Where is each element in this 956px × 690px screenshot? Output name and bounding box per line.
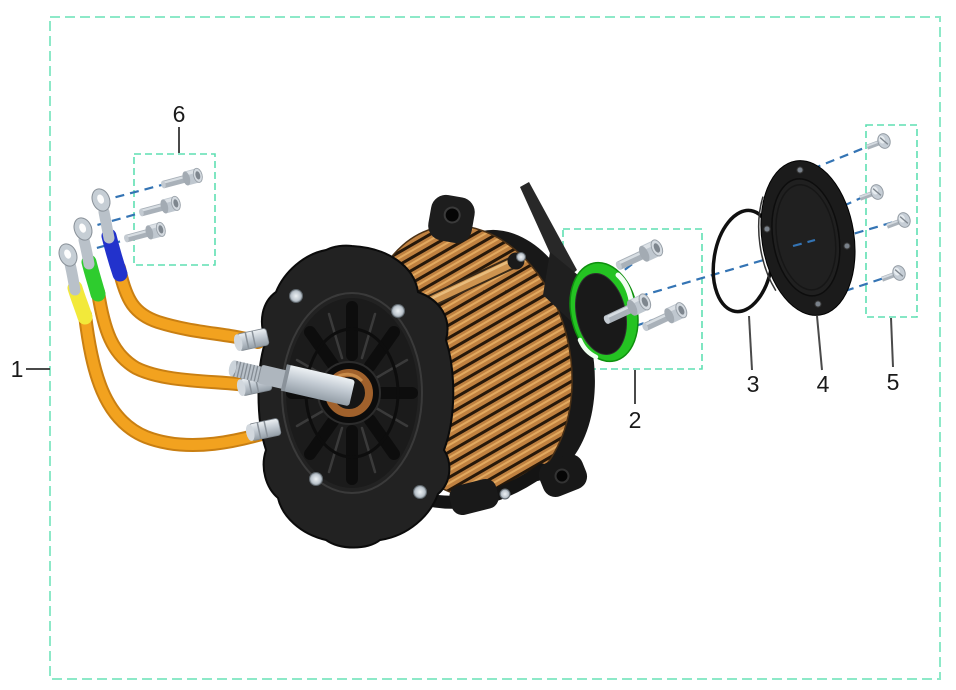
- cover-screw-icon: [863, 131, 893, 155]
- shaft-tip: [228, 360, 237, 377]
- flange-bolt-icon: [309, 472, 323, 486]
- mounting-ear-top: [428, 194, 475, 244]
- crimp-barrel: [78, 234, 95, 270]
- cover-ribs: [295, 312, 409, 474]
- rod-bolt-icon: [516, 252, 526, 262]
- cable-blue-marked: [91, 188, 265, 349]
- terminal-stud: [245, 418, 282, 441]
- gasket-cap-part2: [520, 182, 690, 363]
- ring-terminal: [73, 217, 93, 241]
- terminal-bolt-icon: [158, 166, 205, 193]
- crimp-barrel: [98, 206, 115, 244]
- mounting-ear-bottom: [538, 454, 588, 498]
- cover-flange-bolts: [289, 289, 511, 500]
- align-line-cover-screw2: [842, 191, 873, 208]
- cap-handle: [520, 182, 577, 282]
- crimp-barrel: [64, 258, 81, 296]
- callout-label-3: 3: [747, 371, 760, 397]
- gasket-slot-highlight: [615, 272, 634, 303]
- flange-bolt-icon: [413, 485, 427, 499]
- shaft-shoulder: [280, 364, 291, 392]
- callout-label-2: 2: [629, 407, 642, 433]
- callout-numbers: 1 2 3 4 5 6: [11, 101, 900, 433]
- ring-terminal: [91, 188, 111, 212]
- callout-lines: [26, 127, 894, 404]
- terminal-bolt-icon: [136, 194, 183, 221]
- callout-label-1: 1: [11, 356, 24, 382]
- callout-label-6: 6: [173, 101, 186, 127]
- shaft-step: [258, 365, 290, 390]
- end-cover-part4: [757, 160, 856, 316]
- gasket-slot-highlight: [577, 337, 599, 360]
- shaft-cylinder: [283, 365, 355, 406]
- shaft-assembly: [228, 360, 381, 425]
- cable-green-marked: [73, 217, 269, 394]
- flange-bolt-icon: [289, 289, 303, 303]
- gasket-bolt-icon: [612, 237, 666, 275]
- align-line-cover-screw4: [844, 273, 894, 293]
- cover-screw-icon: [878, 263, 908, 287]
- callout-line-3: [748, 315, 753, 371]
- callout-line-5: [890, 317, 894, 368]
- cable-yellow-marked: [58, 243, 279, 452]
- callout-label-4: 4: [817, 371, 830, 397]
- electric-motor: [228, 194, 595, 549]
- flange-bolt-icon: [391, 304, 405, 318]
- output-shaft: [228, 360, 355, 406]
- cover-screw-holes: [763, 166, 851, 308]
- cover-screw-icon: [856, 182, 886, 206]
- cover-rim-highlight: [281, 292, 423, 494]
- cover-screw-icon: [883, 210, 913, 234]
- cable-core: [80, 310, 277, 450]
- thread-lines: [233, 360, 262, 383]
- ring-terminal: [58, 243, 78, 267]
- screw-group-box-part5: [865, 124, 918, 318]
- cable-core: [114, 263, 263, 347]
- bolt-group-box-part6: [133, 153, 216, 266]
- terminal-stud: [233, 328, 270, 351]
- mounting-foot: [449, 478, 499, 516]
- cable-core: [93, 287, 267, 392]
- axis-dash-over-cover: [792, 238, 816, 248]
- phase-cables: [58, 188, 279, 452]
- assembly-boundary-box: [49, 16, 941, 680]
- callout-label-5: 5: [887, 369, 900, 395]
- flange-bolt-icon: [499, 488, 511, 500]
- terminal-bolt-icon: [121, 220, 168, 247]
- callout-line-4: [816, 315, 823, 371]
